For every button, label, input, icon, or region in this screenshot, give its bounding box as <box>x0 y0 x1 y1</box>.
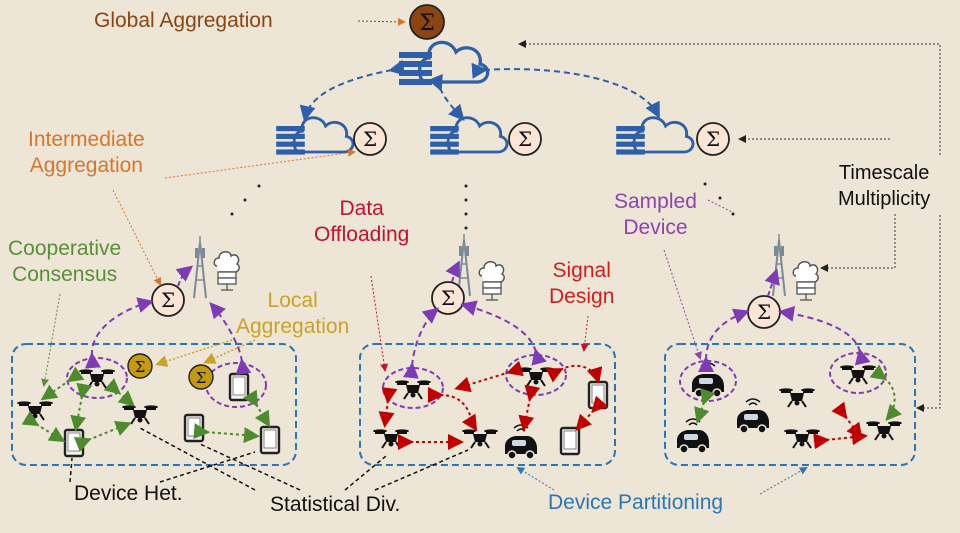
signal-design-line1: Signal <box>552 259 611 282</box>
signal-design-line2: Design <box>549 285 615 308</box>
edge-server-icon-3 <box>792 260 819 301</box>
device-partition-box-1 <box>11 343 297 466</box>
intermediate-sigma-node-2 <box>508 122 542 156</box>
tablet-icon <box>183 413 205 443</box>
sampled-device-line1: Sampled <box>614 190 697 213</box>
global-to-edge3-link <box>471 62 660 119</box>
local-sum-node-2 <box>188 364 214 390</box>
statistical-div-label: Statistical Div. <box>270 493 401 516</box>
tablet-icon <box>587 380 609 410</box>
local-sigma-node-2 <box>431 281 465 315</box>
local-to-tower-link-2 <box>445 260 460 283</box>
sampled-device-line2: Device <box>623 216 688 239</box>
cooperative-consensus-line2: Consensus <box>12 263 118 286</box>
global-sigma-node: Σ <box>409 4 445 40</box>
local-to-tower-link-3 <box>764 268 780 297</box>
cluster3-links <box>694 364 902 450</box>
local-aggregation-line1: Local <box>267 289 318 312</box>
signal-design-pointer <box>580 315 589 352</box>
heterogeneity-pointers <box>69 427 469 491</box>
data-offloading-line1: Data <box>339 197 384 220</box>
intermediate-sigma-node-3 <box>696 122 730 156</box>
drone-icon <box>78 368 116 389</box>
cluster1-consensus-links <box>21 366 271 452</box>
vehicle-icon <box>736 398 770 434</box>
vehicle-icon <box>691 362 725 398</box>
cluster2-uplink-a <box>402 307 440 379</box>
drone-icon <box>778 387 816 408</box>
intermediate-aggregation-label: Intermediate Aggregation <box>28 127 145 179</box>
local-aggregation-pointer-a <box>155 339 233 367</box>
intermediate-aggregation-line2: Aggregation <box>29 154 143 177</box>
vehicle-icon <box>676 418 710 454</box>
vehicle-icon <box>504 424 538 460</box>
local-aggregation-pointer-b <box>203 339 256 364</box>
local-aggregation-line2: Aggregation <box>236 315 350 338</box>
global-label-pointer <box>357 17 406 26</box>
device-het-label: Device Het. <box>74 482 183 505</box>
local-sum-node-1 <box>127 353 153 379</box>
drone-icon <box>865 420 903 441</box>
sampled-device-label: Sampled Device <box>614 189 697 241</box>
global-aggregation-label: Global Aggregation <box>94 9 273 32</box>
edge-cloud-server-icon-2 <box>428 116 509 157</box>
tablet-icon <box>63 428 85 458</box>
sampled-device-ring-1a <box>66 357 128 399</box>
drone-icon <box>372 428 410 449</box>
drone-icon <box>461 428 499 449</box>
consensus-label-pointer <box>41 293 61 387</box>
sampled-device-pointer <box>663 249 702 360</box>
drone-icon <box>839 364 877 385</box>
cluster1-uplink-b <box>209 301 252 375</box>
global-to-edge2-link <box>427 73 465 122</box>
drone-icon <box>16 400 54 421</box>
edge-server-icon-1 <box>213 250 240 291</box>
cell-tower-icon-1 <box>193 235 207 299</box>
timescale-multiplicity-line1: Timescale <box>838 162 930 184</box>
cooperative-consensus-line1: Cooperative <box>8 237 122 260</box>
timescale-multiplicity-label: Timescale Multiplicity <box>838 160 931 212</box>
local-sigma-node-3 <box>747 295 781 329</box>
hierarchy-ellipsis-dots <box>230 182 735 230</box>
tablet-icon <box>559 426 581 456</box>
local-to-tower-link-1 <box>175 265 194 287</box>
tablet-icon <box>259 425 281 455</box>
cluster3-uplink-a <box>697 308 750 373</box>
timescale-feedback-lines <box>518 40 941 412</box>
cluster2-offloading-links <box>378 360 608 450</box>
signal-design-label: Signal Design <box>549 258 614 310</box>
intermediate-aggregation-line1: Intermediate <box>28 128 145 151</box>
intermediate-label-pointer-2 <box>112 189 161 286</box>
svg-text:Σ: Σ <box>419 11 435 36</box>
data-offloading-pointer <box>370 275 389 372</box>
local-sigma-node-1 <box>151 283 185 317</box>
cooperative-consensus-label: Cooperative Consensus <box>8 236 121 288</box>
edge-server-icon-2 <box>478 260 505 301</box>
data-offloading-line2: Offloading <box>314 223 410 246</box>
cluster1-uplink-a <box>84 297 154 369</box>
cell-tower-icon-3 <box>772 233 786 297</box>
drone-icon <box>517 366 555 387</box>
edge-cloud-server-icon-1 <box>274 116 355 157</box>
edge-cloud-server-icon-3 <box>614 116 695 157</box>
intermediate-label-pointer <box>164 148 356 179</box>
drone-icon <box>394 379 432 400</box>
timescale-multiplicity-line2: Multiplicity <box>838 188 931 210</box>
drone-icon <box>783 428 821 449</box>
global-to-edge1-link <box>299 59 406 122</box>
global-cloud-server-icon <box>397 40 490 87</box>
tablet-icon <box>228 372 250 402</box>
intermediate-sigma-node-1 <box>353 122 387 156</box>
drone-icon <box>121 404 159 425</box>
local-aggregation-label: Local Aggregation <box>236 288 349 340</box>
cluster3-uplink-b <box>778 305 871 366</box>
sampled-device-pointer-2 <box>707 199 733 213</box>
device-partitioning-label: Device Partitioning <box>548 491 724 514</box>
data-offloading-label: Data Offloading <box>314 196 409 248</box>
partitioning-pointers <box>516 466 808 495</box>
